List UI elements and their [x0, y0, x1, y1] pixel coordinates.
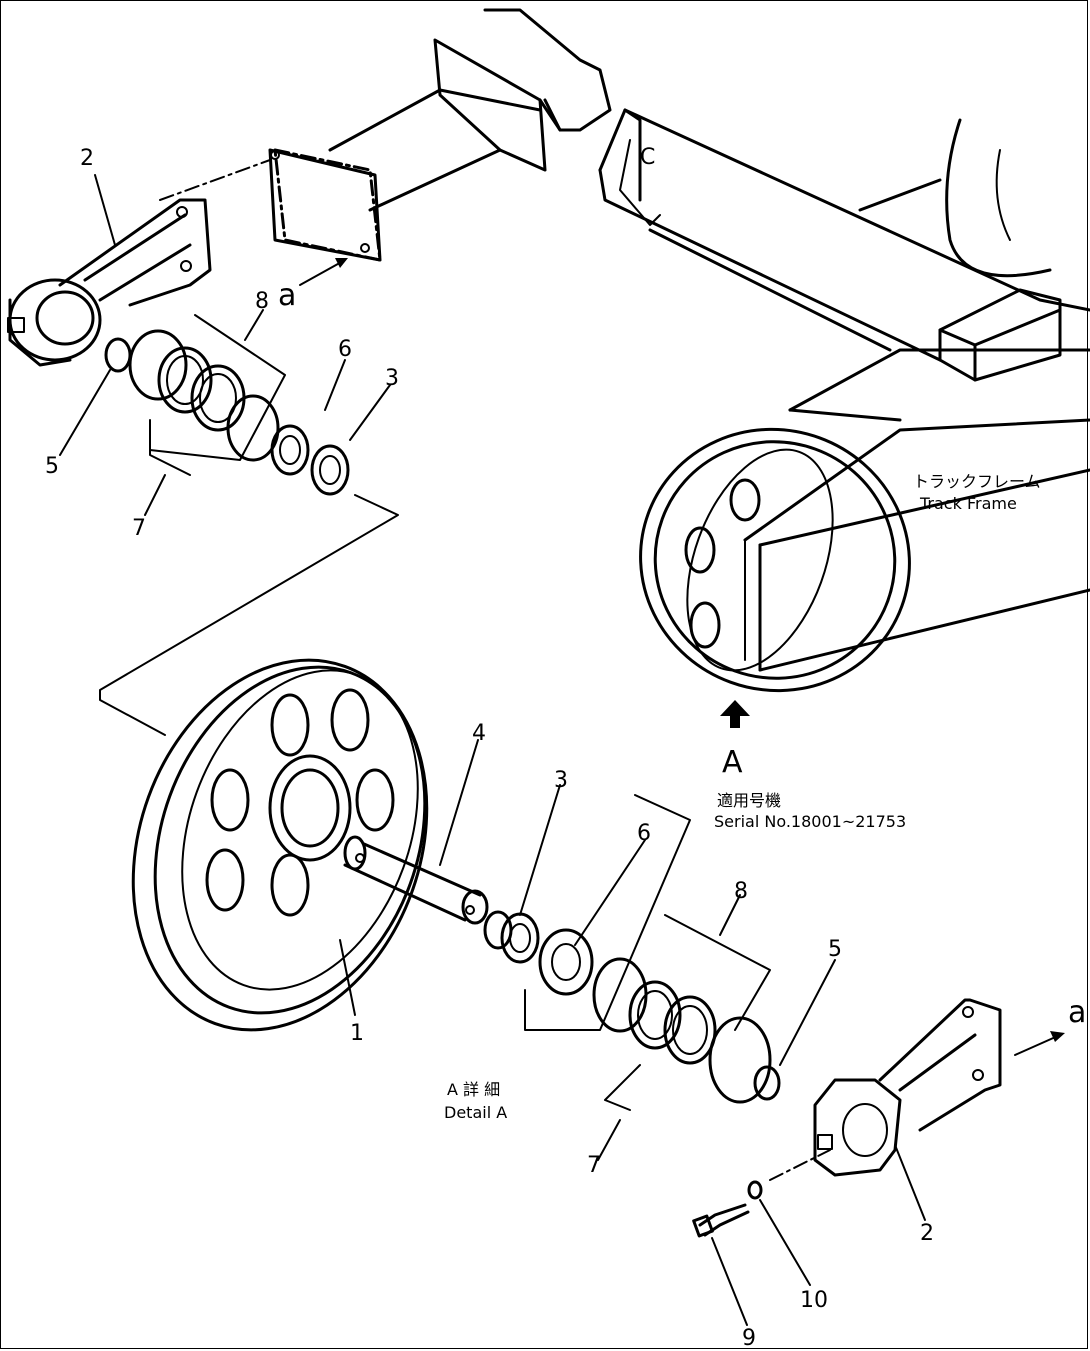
arrow-a-right: a	[1014, 995, 1086, 1056]
callout-10: 10	[800, 1288, 828, 1313]
idler-wheel	[131, 658, 429, 1032]
callout-2-bottom: 2	[920, 1221, 934, 1246]
lower-bushing-group	[483, 794, 691, 1031]
lower-seal-group	[592, 914, 781, 1111]
callout-6-top: 6	[338, 337, 352, 362]
callout-6-mid: 6	[637, 821, 651, 846]
shaft	[343, 835, 489, 925]
arrow-a-top-label: a	[278, 278, 296, 313]
view-letter-a: A	[722, 745, 743, 780]
upper-seal-group	[99, 314, 399, 736]
callout-8-top: 8	[255, 289, 269, 314]
serial-label-en: Serial No.18001~21753	[714, 812, 906, 831]
centerline-top-left	[159, 159, 271, 201]
track-frame: C	[598, 108, 1090, 672]
detail-label-en: Detail A	[444, 1103, 507, 1122]
track-frame-label-en: Track Frame	[919, 494, 1017, 513]
idler-in-frame	[639, 427, 911, 693]
view-arrow-a: A	[720, 700, 750, 780]
centerline-bolt	[769, 1149, 831, 1181]
callout-2-top: 2	[80, 146, 94, 171]
frame-mark-c: C	[640, 145, 655, 170]
bracket-lower	[813, 998, 1002, 1177]
callout-5-mid: 5	[828, 937, 842, 962]
upper-housing	[268, 8, 612, 262]
bolt-and-washer	[692, 1180, 763, 1238]
callout-3-top: 3	[385, 366, 399, 391]
arrow-a-top: a	[278, 258, 348, 313]
callout-4: 4	[472, 721, 486, 746]
serial-label-jp: 適用号機	[717, 791, 781, 810]
bracket-upper	[7, 198, 212, 367]
callout-3-mid: 3	[554, 768, 568, 793]
callout-8-mid: 8	[734, 879, 748, 904]
leader-lines	[59, 174, 926, 1326]
detail-label-jp: A 詳 細	[447, 1080, 500, 1099]
callout-9: 9	[742, 1326, 756, 1351]
callout-7-top: 7	[132, 516, 146, 541]
callout-5-top: 5	[45, 454, 59, 479]
arrow-a-right-label: a	[1068, 995, 1086, 1030]
callout-7-bottom: 7	[587, 1153, 601, 1178]
callout-1: 1	[350, 1021, 364, 1046]
track-frame-label-jp: トラックフレーム	[913, 472, 1041, 491]
